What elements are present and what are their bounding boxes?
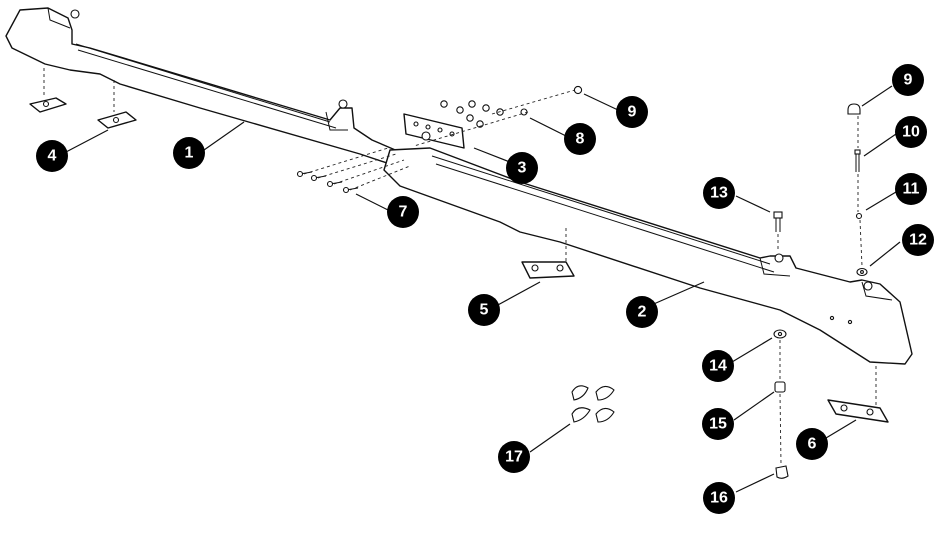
part-4-pads [29, 97, 137, 129]
callout-2: 2 [626, 296, 658, 328]
part-14-washer [773, 329, 787, 339]
callout-9-right: 9 [892, 64, 924, 96]
callout-8: 8 [564, 123, 596, 155]
part-11-washer [855, 212, 863, 220]
callout-4: 4 [36, 140, 68, 172]
callout-label: 13 [710, 185, 728, 202]
callout-5: 5 [468, 294, 500, 326]
callout-label: 3 [518, 160, 527, 177]
callout-label: 14 [709, 358, 727, 375]
callout-1: 1 [173, 137, 205, 169]
callout-label: 4 [48, 148, 57, 165]
callout-label: 7 [399, 204, 408, 221]
callout-16: 16 [703, 482, 735, 514]
callout-label: 5 [480, 302, 489, 319]
callout-label: 8 [576, 131, 585, 148]
part-9-cap-nut-right [847, 103, 861, 115]
part-3-splice-plate [403, 113, 465, 149]
part-16-cap-nut [775, 465, 789, 479]
callout-12: 12 [902, 224, 934, 256]
part-12-washer [856, 267, 868, 277]
part-1-left-rail [5, 7, 403, 169]
callout-14: 14 [702, 350, 734, 382]
callout-label: 10 [902, 124, 920, 141]
part-5-pad [521, 261, 575, 279]
callout-9-left: 9 [616, 96, 648, 128]
part-15-nut [774, 381, 786, 393]
callout-13: 13 [703, 177, 735, 209]
leader-lines [65, 85, 901, 493]
callout-label: 15 [709, 416, 727, 433]
part-9-cap-nut-left [573, 85, 583, 95]
callout-17: 17 [498, 441, 530, 473]
callout-7: 7 [387, 196, 419, 228]
callout-15: 15 [702, 408, 734, 440]
callout-label: 6 [808, 436, 817, 453]
callout-label: 11 [903, 181, 920, 198]
callout-6: 6 [796, 428, 828, 460]
callout-label: 17 [505, 449, 523, 466]
callout-label: 9 [628, 104, 637, 121]
assembly-lines [43, 68, 877, 465]
callout-3: 3 [506, 152, 538, 184]
part-6-pad [827, 399, 889, 423]
part-2-right-rail [383, 147, 913, 365]
part-17-end-caps [571, 385, 615, 423]
callout-label: 12 [909, 232, 927, 249]
callout-label: 2 [638, 304, 647, 321]
part-7-screws [296, 170, 359, 194]
part-10-bolt [854, 149, 861, 172]
part-8-nuts [440, 100, 528, 128]
callout-label: 9 [904, 72, 913, 89]
part-13-bolt [773, 211, 783, 232]
callout-label: 16 [710, 490, 728, 507]
callout-10: 10 [895, 116, 927, 148]
callout-11: 11 [895, 173, 927, 205]
callout-label: 1 [185, 145, 194, 162]
